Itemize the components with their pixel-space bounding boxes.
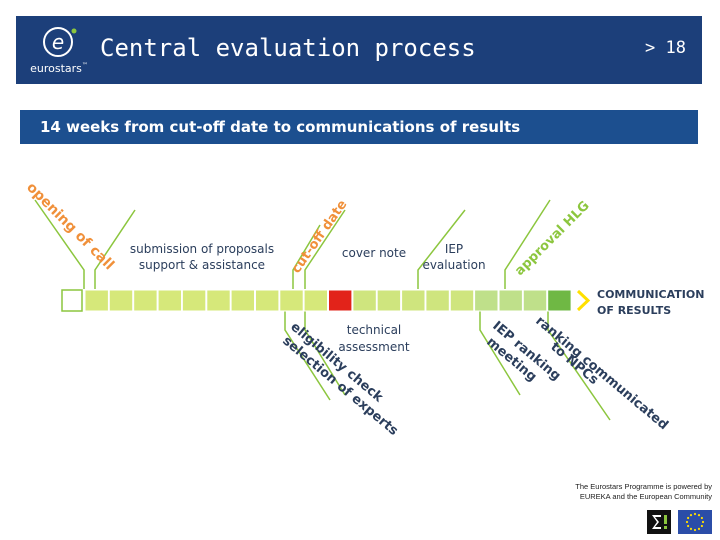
label-approval-hlg: approval HLG <box>512 198 592 278</box>
week-cell <box>255 289 280 312</box>
eu-flag-icon <box>678 510 712 534</box>
eu-star <box>697 514 701 517</box>
connector-technical <box>304 311 346 396</box>
week-cell <box>157 289 183 312</box>
timeline-diagram: opening of call submission of proposals … <box>23 180 704 439</box>
week-cell <box>522 289 548 312</box>
slide-number: > 18 <box>645 38 686 58</box>
eu-star <box>693 512 697 516</box>
label-communication-2: OF RESULTS <box>597 304 671 317</box>
connector-ranking <box>547 311 611 421</box>
label-iep-eval-2: evaluation <box>422 258 485 272</box>
logo-trademark: ™ <box>81 62 88 69</box>
eu-star <box>685 520 689 524</box>
week-cell <box>230 289 256 312</box>
label-communication-1: COMMUNICATION <box>597 288 704 301</box>
connector-approval <box>504 199 551 289</box>
header-bar: e eurostars™ Central evaluation process … <box>16 16 702 84</box>
eurostars-e-icon: e <box>43 27 77 57</box>
timeline-banner: 14 weeks from cut-off date to communicat… <box>20 110 698 144</box>
eu-star <box>697 527 701 530</box>
label-technical-2: assessment <box>338 340 409 354</box>
week-cell <box>108 289 134 312</box>
week-cell <box>547 289 572 312</box>
eu-star <box>689 514 693 517</box>
week-cell <box>474 289 499 312</box>
week-cell <box>84 289 109 312</box>
week-cell <box>352 289 377 312</box>
week-cell <box>425 289 450 312</box>
footer-line-1: The Eurostars Programme is powered by <box>575 482 712 491</box>
connector-submission <box>94 209 136 289</box>
week-cell-cutoff <box>328 289 353 312</box>
connector-opening <box>34 199 85 289</box>
label-opening-of-call: opening of call <box>23 180 117 274</box>
eu-star <box>700 516 703 520</box>
eureka-logo-icon <box>647 510 671 534</box>
connector-eligibility <box>284 311 331 401</box>
footer-text: The Eurostars Programme is powered by EU… <box>512 482 712 502</box>
connector-cutoff <box>292 224 321 289</box>
connector-iep-eval <box>417 209 466 289</box>
label-technical-1: technical <box>347 323 402 337</box>
label-submission-1: submission of proposals <box>130 242 274 256</box>
connector-covernote <box>304 209 346 289</box>
week-cell <box>498 289 523 312</box>
footer-line-2: EUREKA and the European Community <box>579 492 712 501</box>
label-cover-note: cover note <box>342 246 406 260</box>
eu-star <box>689 527 693 530</box>
eurostars-logo: e eurostars™ <box>22 22 96 80</box>
page-title: Central evaluation process <box>100 34 476 62</box>
week-cell <box>279 289 304 312</box>
banner-text: 14 weeks from cut-off date to communicat… <box>40 118 521 136</box>
week-cell <box>181 289 207 312</box>
connector-iep-rank <box>479 311 521 396</box>
eu-star <box>701 520 705 524</box>
svg-text:e: e <box>52 30 64 54</box>
label-submission-2: support & assistance <box>139 258 265 272</box>
week-cell <box>133 289 158 312</box>
label-cut-off-date: cut-off date <box>289 197 351 276</box>
arrow-icon <box>576 289 591 312</box>
week-cell <box>206 289 231 312</box>
label-iep-eval-1: IEP <box>445 242 463 256</box>
eu-star <box>700 524 703 528</box>
week-cell <box>376 289 402 312</box>
eu-star <box>687 516 690 520</box>
eu-star <box>693 528 697 532</box>
week-cell <box>449 289 475 312</box>
start-box <box>61 289 83 312</box>
logo-text: eurostars <box>30 62 82 75</box>
week-cell <box>401 289 426 312</box>
eu-star <box>687 524 690 528</box>
week-cell <box>303 289 329 312</box>
